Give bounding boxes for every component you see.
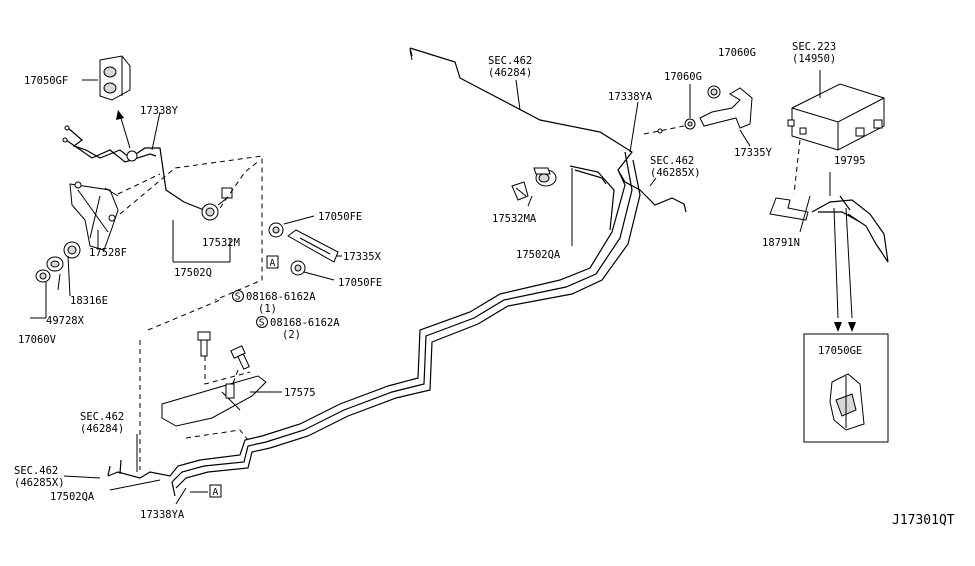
label-18791n: 18791N	[762, 237, 800, 249]
label-17575: 17575	[284, 387, 316, 399]
clamp-17060g-b	[707, 85, 721, 99]
part-labels: 17050GF 17338Y 17528F 18316E 49728X 1706…	[14, 41, 955, 528]
vent-hose-assembly	[769, 172, 889, 332]
clip-17502qa-mid	[533, 167, 557, 187]
bolt-symbol-1	[232, 290, 244, 302]
label-17060g-b: 17060G	[718, 47, 756, 59]
marker-a-box-top	[266, 255, 279, 269]
canister-assembly	[787, 70, 885, 195]
label-17060g-a: 17060G	[664, 71, 702, 83]
vapor-hose-assembly	[643, 84, 753, 147]
label-17050gf: 17050GF	[24, 75, 68, 87]
marker-a-box-bottom	[209, 484, 222, 498]
label-sec462-mid: SEC.462	[650, 155, 694, 167]
leader-lines	[30, 79, 811, 505]
hose-18791n	[769, 197, 809, 221]
clip-17050ge-detail-box	[803, 333, 889, 443]
fitting-17532ma	[511, 181, 529, 201]
bracket-17575	[161, 375, 267, 427]
label-bolt-2-qty: (2)	[282, 329, 301, 341]
clip-17050fe-bottom	[290, 260, 306, 276]
mid-clip-assembly	[511, 167, 573, 246]
label-18316e: 18316E	[70, 295, 108, 307]
marker-a-top: A	[270, 258, 276, 269]
bolt-1	[197, 331, 211, 357]
label-49728x: 49728X	[46, 315, 85, 327]
label-17050ge: 17050GE	[818, 345, 862, 357]
label-17335x: 17335X	[343, 251, 382, 263]
clip-17050gf	[99, 55, 131, 101]
label-17050fe-top: 17050FE	[318, 211, 362, 223]
label-bolt-2-code: 08168-6162A	[270, 317, 340, 329]
label-sec462-left-b-sub: (46285X)	[14, 477, 65, 489]
label-17338ya-bottom: 17338YA	[140, 509, 185, 521]
clip-17060v	[35, 269, 51, 283]
grommet-18316e	[63, 241, 81, 259]
clip-17050fe-top	[268, 222, 284, 238]
label-sec462-top: SEC.462	[488, 55, 532, 67]
label-17338y: 17338Y	[140, 105, 179, 117]
label-17338ya-top: 17338YA	[608, 91, 653, 103]
bolt-symbol-2	[256, 316, 268, 328]
nut-49728x	[46, 256, 64, 272]
label-17532m: 17532M	[202, 237, 240, 249]
label-17050fe-bottom: 17050FE	[338, 277, 382, 289]
bolt-symbol-2-text: S	[259, 318, 265, 329]
bracket-17528f	[69, 181, 119, 251]
label-sec462-mid-sub: (46285X)	[650, 167, 701, 179]
bolt-symbol-1-text: S	[235, 292, 241, 303]
fitting-17532m	[201, 187, 233, 221]
label-bolt-1-qty: (1)	[258, 303, 277, 315]
upper-left-assembly	[35, 55, 339, 301]
label-19795: 19795	[834, 155, 866, 167]
label-bolt-1-code: 08168-6162A	[246, 291, 316, 303]
main-fuel-pipe-bundle	[107, 47, 687, 497]
bolt-bracket-assembly	[139, 299, 282, 470]
label-17502qa-mid: 17502QA	[516, 249, 561, 261]
label-sec223: SEC.223	[792, 41, 836, 53]
diagram-id: J17301QT	[892, 513, 955, 528]
hose-17335y	[699, 87, 753, 129]
label-sec462-left-b: SEC.462	[14, 465, 58, 477]
label-sec462-top-sub: (46284)	[488, 67, 532, 79]
label-17335y: 17335Y	[734, 147, 773, 159]
label-17502qa-left: 17502QA	[50, 491, 95, 503]
label-17502q: 17502Q	[174, 267, 212, 279]
label-17528f: 17528F	[89, 247, 127, 259]
label-sec462-left-a: SEC.462	[80, 411, 124, 423]
label-sec462-left-a-sub: (46284)	[80, 423, 124, 435]
label-17532ma: 17532MA	[492, 213, 537, 225]
label-sec223-sub: (14950)	[792, 53, 836, 65]
clamp-17060g-a	[684, 118, 696, 130]
label-17060v: 17060V	[18, 334, 57, 346]
marker-a-bottom: A	[213, 487, 219, 498]
hose-17335x	[287, 229, 339, 263]
bolt-2	[230, 345, 250, 370]
